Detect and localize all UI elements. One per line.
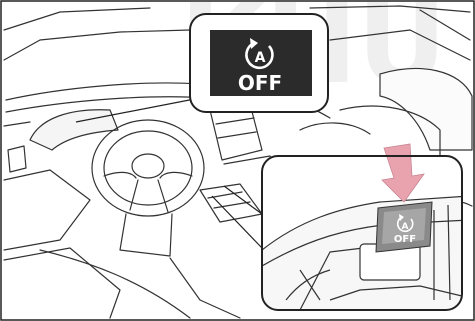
indicator-callout: A OFF xyxy=(190,14,328,112)
indicator-label: OFF xyxy=(238,71,282,95)
switch-label: OFF xyxy=(394,234,416,245)
switch-symbol: A xyxy=(402,222,409,232)
auto-start-stop-cancel-switch[interactable]: A OFF xyxy=(376,202,432,252)
switch-callout: A OFF xyxy=(262,144,470,310)
indicator-symbol: A xyxy=(255,50,266,66)
